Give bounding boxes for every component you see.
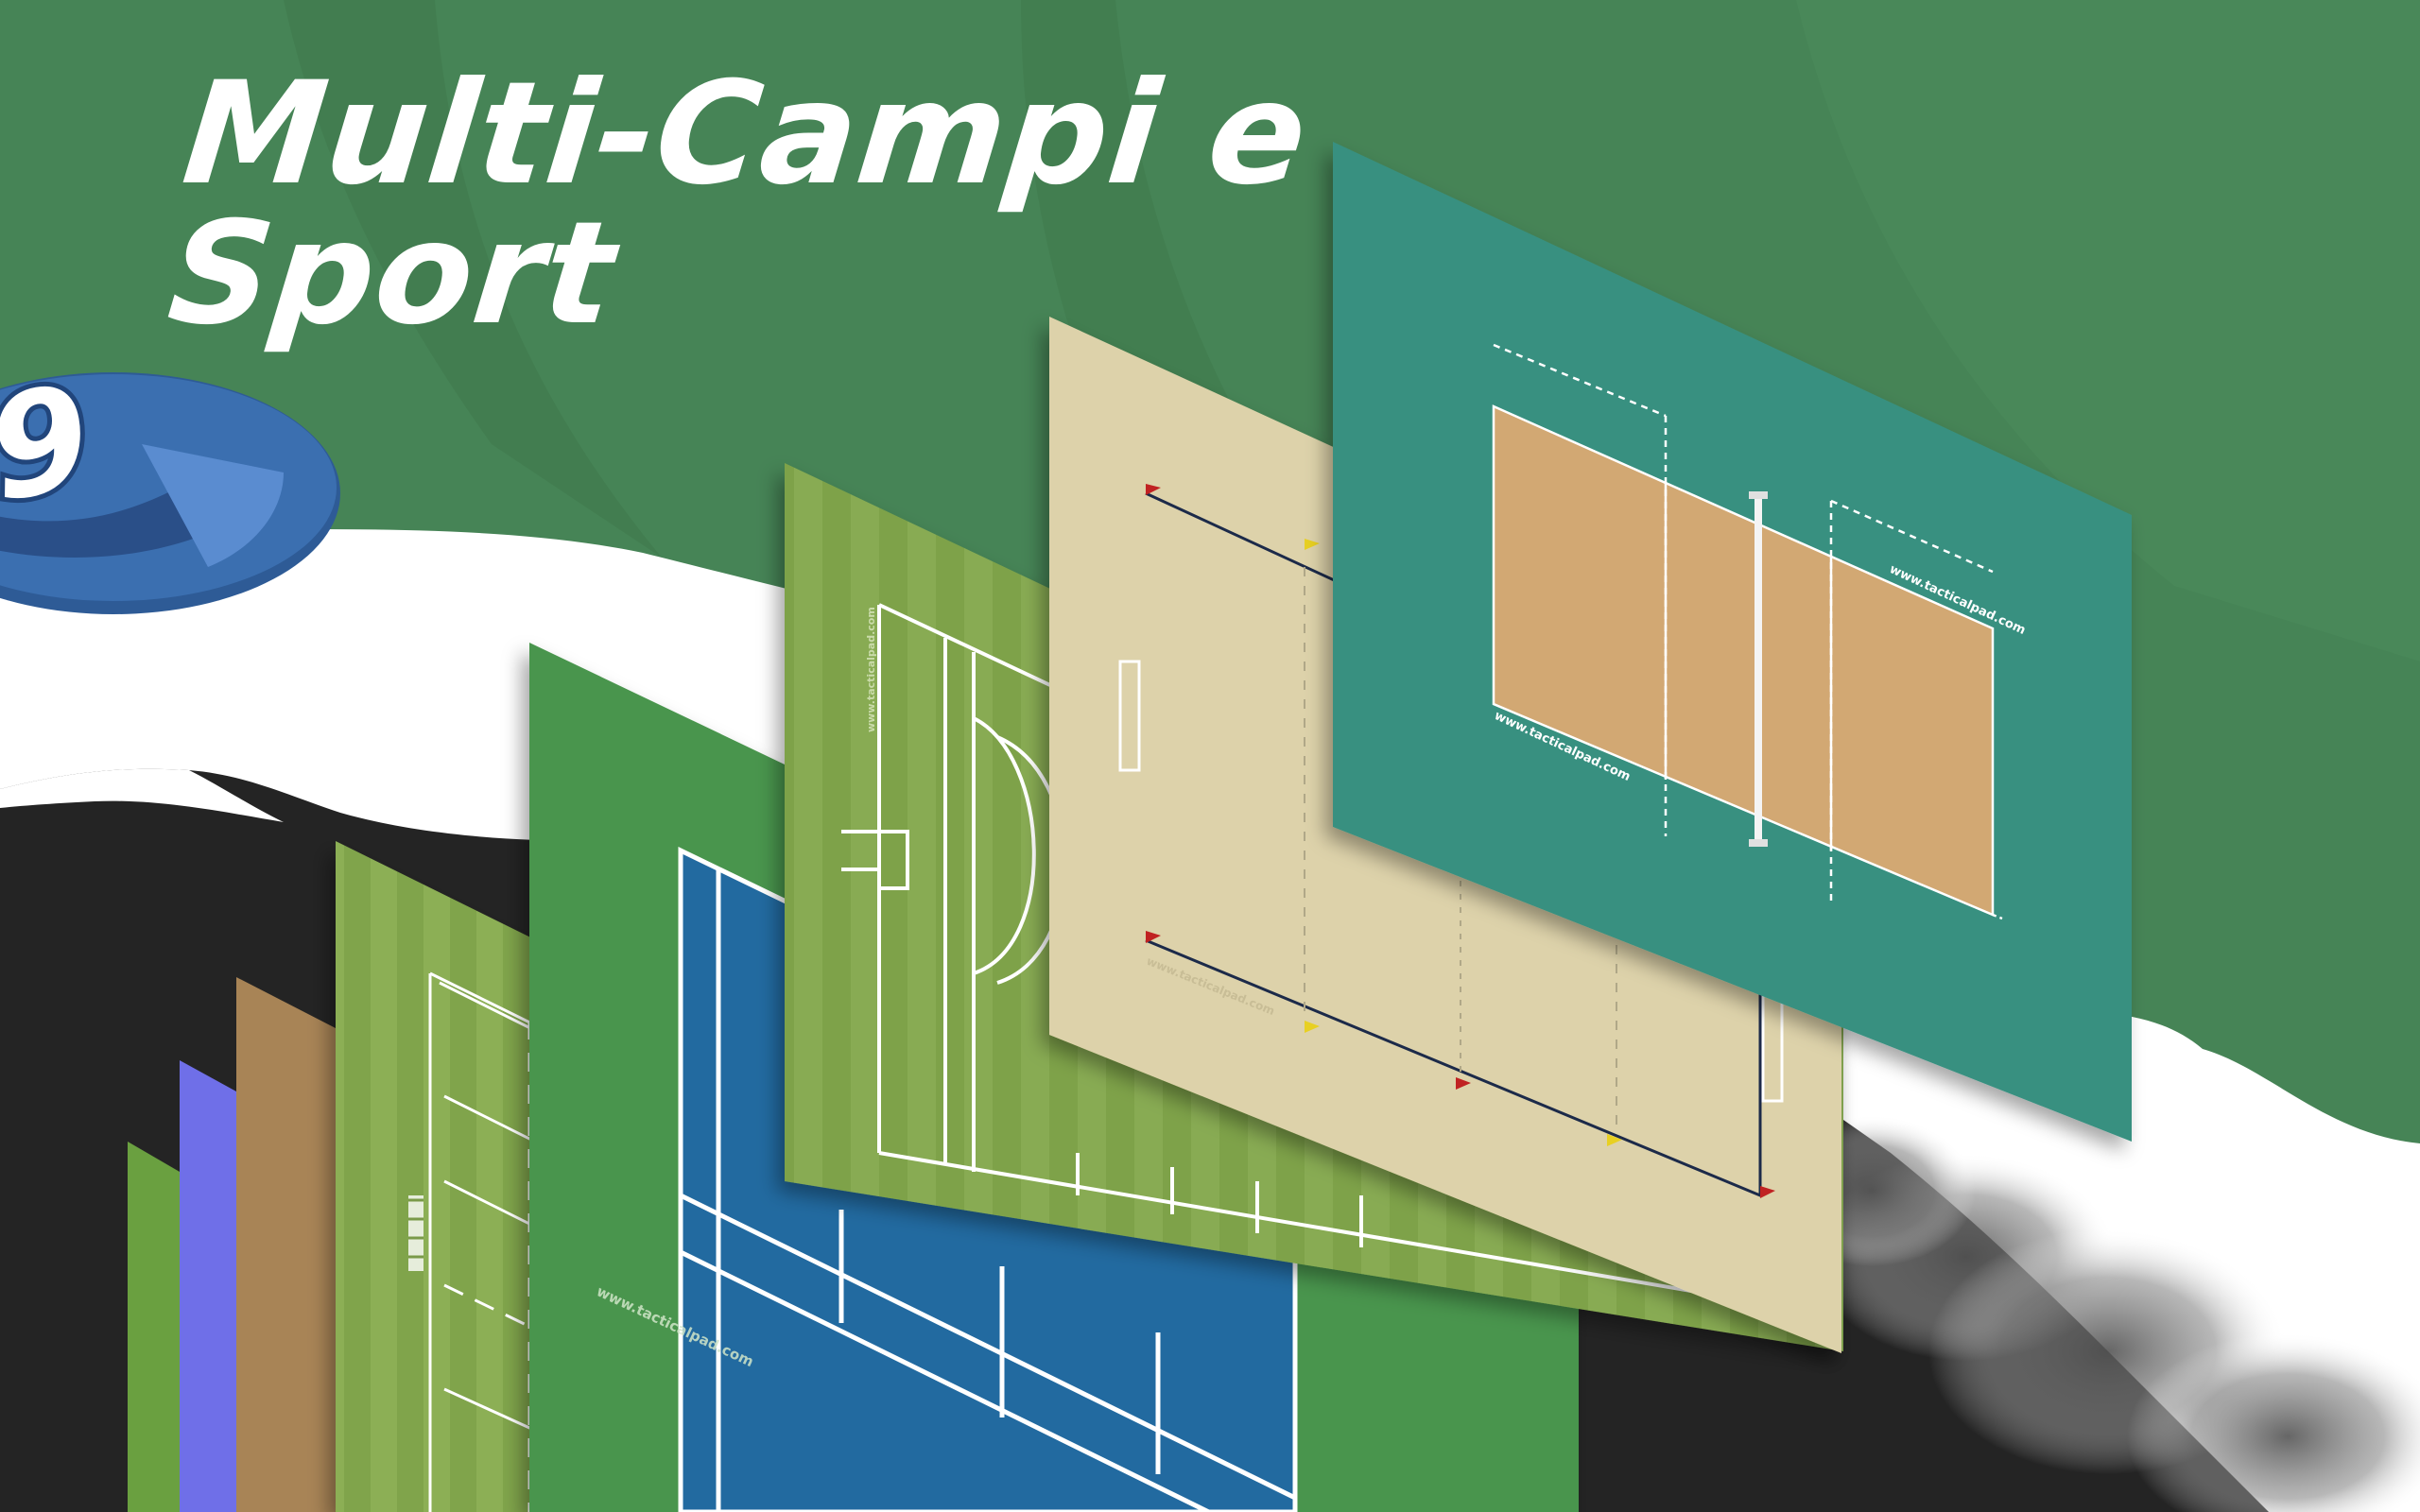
hockey-watermark: www.tacticalpad.com bbox=[865, 607, 877, 732]
green-fold-shade bbox=[1021, 0, 1305, 529]
green-card-back bbox=[128, 1142, 180, 1512]
grey-smoke-3 bbox=[2127, 1332, 2420, 1512]
green-fold-shade-3 bbox=[284, 0, 662, 558]
clay-card bbox=[236, 977, 336, 1512]
headline-line-1: Multi-Campi e bbox=[176, 52, 1316, 216]
headline-line-2: Sport bbox=[162, 192, 623, 356]
headline: Multi-Campi e Sport bbox=[162, 52, 1326, 356]
volleyball-field-card: www.tacticalpad.com www.tacticalpad.com bbox=[1333, 142, 2132, 1142]
purple-card bbox=[180, 1060, 236, 1512]
app-badge: 9 bbox=[0, 350, 340, 614]
green-fold-shade-2 bbox=[1796, 0, 2420, 662]
white-tear bbox=[0, 768, 284, 822]
